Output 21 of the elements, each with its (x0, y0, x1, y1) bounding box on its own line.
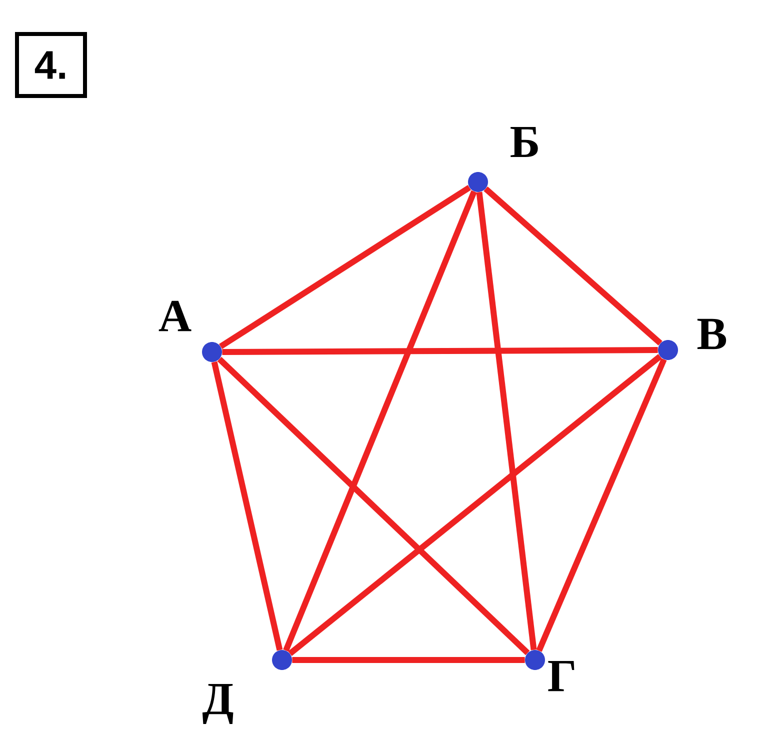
vertex-dot (658, 340, 678, 360)
edge-line (211, 361, 283, 651)
edge-line (217, 356, 530, 656)
vertex-label: Д (202, 684, 234, 724)
vertex-dot (272, 650, 292, 670)
edge-line (283, 190, 477, 652)
vertex-label: Б (510, 126, 538, 158)
edge-line (536, 358, 667, 652)
vertex-label: А (158, 300, 192, 332)
vertex-dot (202, 342, 222, 362)
edge-line (222, 347, 658, 355)
number-box: 4. (15, 32, 87, 98)
vertex-label: В (697, 318, 726, 350)
edge-line (484, 186, 662, 346)
edge-line (476, 192, 537, 650)
edge-line (292, 657, 525, 663)
vertex-dot (525, 650, 545, 670)
edge-line (288, 354, 662, 656)
vertex-label: Г (548, 660, 574, 692)
vertex-dot (468, 172, 488, 192)
edge-line (218, 184, 472, 350)
